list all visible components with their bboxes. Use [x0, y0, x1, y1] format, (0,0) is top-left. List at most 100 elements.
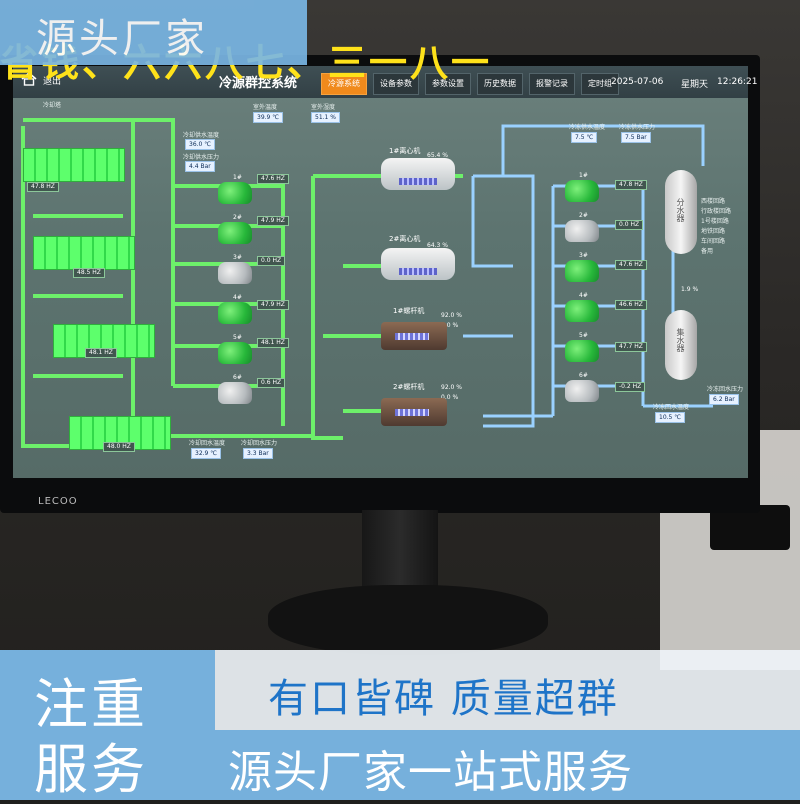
chiller-screw-1[interactable]: [381, 322, 447, 350]
cw-return-temp-value: 32.9 ℃: [191, 448, 222, 459]
bottom-slogan-panel: [215, 650, 800, 730]
cooling-tower-1: [23, 148, 125, 182]
cooling-tower-2: [33, 236, 135, 270]
chw-supply-press-label: 冷冻供水压力: [619, 124, 656, 131]
top-left-banner-text: 源头厂家: [36, 16, 208, 62]
branch-4: 地铁回路: [701, 228, 726, 235]
chw-pump-2[interactable]: [565, 220, 599, 242]
chw-supply-temp-label: 冷冻供水温度: [569, 124, 606, 131]
return-header-label: 集水器: [676, 328, 685, 352]
tab-param-settings[interactable]: 参数设置: [425, 73, 471, 95]
cw-pump-3-hz: 0.0 HZ: [257, 256, 286, 266]
chw-pump-6[interactable]: [565, 380, 599, 402]
chw-pump-3-hz: 47.6 HZ: [615, 260, 647, 270]
cw-supply-press-value: 4.4 Bar: [185, 161, 215, 172]
return-header-tank: 集水器: [665, 310, 697, 380]
monitor-brand-logo: LECOO: [38, 496, 78, 507]
cw-supply-temp-value: 36.0 ℃: [185, 139, 216, 150]
cw-supply-press-label: 冷却供水压力: [183, 154, 220, 161]
branch-2: 行政楼回路: [701, 208, 732, 215]
cw-supply-temp-label: 冷却供水温度: [183, 132, 220, 139]
bottom-left-line-1: 注重: [34, 673, 148, 736]
tab-history-data[interactable]: 历史数据: [477, 73, 523, 95]
chw-pump-5-name: 5#: [579, 332, 588, 339]
chw-return-press-value: 6.2 Bar: [709, 394, 739, 405]
chw-pump-4[interactable]: [565, 300, 599, 322]
outdoor-hum-label: 室外湿度: [311, 104, 336, 111]
cw-pump-4-hz: 47.9 HZ: [257, 300, 289, 310]
cw-pump-3-name: 3#: [233, 254, 242, 261]
chw-pump-6-name: 6#: [579, 372, 588, 379]
chiller-1-indicator: [399, 178, 437, 185]
cw-pump-5-hz: 48.1 HZ: [257, 338, 289, 348]
branch-1: 西楼回路: [701, 198, 726, 205]
monitor-stand-base: [268, 585, 548, 655]
branch-6: 备用: [701, 248, 714, 255]
chw-pump-6-hz: -0.2 HZ: [615, 382, 646, 392]
cw-pump-4[interactable]: [218, 302, 252, 324]
cw-return-press-value: 3.3 Bar: [243, 448, 273, 459]
chiller-3-load: 92.0 %: [441, 312, 462, 319]
home-icon[interactable]: [21, 71, 37, 86]
nav-tabs: 冷源系统 设备参数 参数设置 历史数据 报警记录 定时组: [321, 73, 619, 95]
cw-pump-1-hz: 47.6 HZ: [257, 174, 289, 184]
footer-text: 源头厂家一站式服务: [228, 747, 633, 798]
date-display: 2025-07-06: [611, 77, 664, 87]
tab-equipment-params[interactable]: 设备参数: [373, 73, 419, 95]
cw-pump-2-hz: 47.9 HZ: [257, 216, 289, 226]
chiller-1-name: 1#离心机: [389, 147, 421, 155]
bottom-footer-panel: [215, 730, 800, 800]
cw-pump-6-name: 6#: [233, 374, 242, 381]
chiller-4-load: 92.0 %: [441, 384, 462, 391]
chw-pump-1[interactable]: [565, 180, 599, 202]
cw-pump-1[interactable]: [218, 182, 252, 204]
chiller-4-indicator: [395, 409, 429, 416]
cw-pump-2[interactable]: [218, 222, 252, 244]
chiller-4-name: 2#螺杆机: [393, 383, 425, 391]
chw-pump-2-name: 2#: [579, 212, 588, 219]
outdoor-temp-label: 室外温度: [253, 104, 278, 111]
time-display: 12:26:21: [717, 77, 758, 87]
chw-pump-5[interactable]: [565, 340, 599, 362]
branch-5: 车间回路: [701, 238, 726, 245]
bottom-left-line-2: 服务: [34, 738, 148, 801]
chw-pump-1-hz: 47.8 HZ: [615, 180, 647, 190]
chw-pump-1-name: 1#: [579, 172, 588, 179]
tower-2-hz: 48.5 HZ: [73, 268, 105, 278]
branch-3: 1号楼回路: [701, 218, 729, 225]
chw-supply-press-value: 7.5 Bar: [621, 132, 651, 143]
exit-button[interactable]: 退出: [43, 77, 62, 87]
chiller-1-load: 65.4 %: [427, 152, 448, 159]
cw-pump-4-name: 4#: [233, 294, 242, 301]
chiller-screw-2[interactable]: [381, 398, 447, 426]
chiller-3-indicator: [395, 333, 429, 340]
cw-pump-5-name: 5#: [233, 334, 242, 341]
tower-3-hz: 48.1 HZ: [85, 348, 117, 358]
top-bar: 退出 冷源群控系统 冷源系统 设备参数 参数设置 历史数据 报警记录 定时组 2…: [13, 66, 757, 98]
chw-supply-temp-value: 7.5 ℃: [571, 132, 598, 143]
chw-pump-4-name: 4#: [579, 292, 588, 299]
chiller-2-indicator: [399, 268, 437, 275]
chiller-centrifugal-1[interactable]: [381, 158, 455, 190]
chiller-centrifugal-2[interactable]: [381, 248, 455, 280]
cw-pump-6-hz: 0.6 HZ: [257, 378, 286, 388]
bypass-valve-value: 1.9 %: [681, 286, 699, 293]
chw-return-temp-value: 10.5 ℃: [655, 412, 686, 423]
tab-cold-source-system[interactable]: 冷源系统: [321, 73, 367, 95]
chiller-3-load2: 0.0 %: [441, 322, 459, 329]
chiller-2-name: 2#离心机: [389, 235, 421, 243]
cw-pump-5[interactable]: [218, 342, 252, 364]
chw-return-temp-label: 冷冻回水温度: [653, 404, 690, 411]
cw-pump-6[interactable]: [218, 382, 252, 404]
outdoor-temp-value: 39.9 ℃: [253, 112, 284, 123]
cw-return-temp-label: 冷却回水温度: [189, 440, 226, 447]
chiller-3-name: 1#螺杆机: [393, 307, 425, 315]
app-title: 冷源群控系统: [219, 76, 298, 91]
chw-pump-3[interactable]: [565, 260, 599, 282]
cw-pump-2-name: 2#: [233, 214, 242, 221]
tower-1-hz: 47.8 HZ: [27, 182, 59, 192]
tab-schedule[interactable]: 定时组: [581, 73, 619, 95]
tab-alarm-log[interactable]: 报警记录: [529, 73, 575, 95]
cw-pump-3[interactable]: [218, 262, 252, 284]
cooling-tower-label: 冷却塔: [43, 102, 62, 109]
